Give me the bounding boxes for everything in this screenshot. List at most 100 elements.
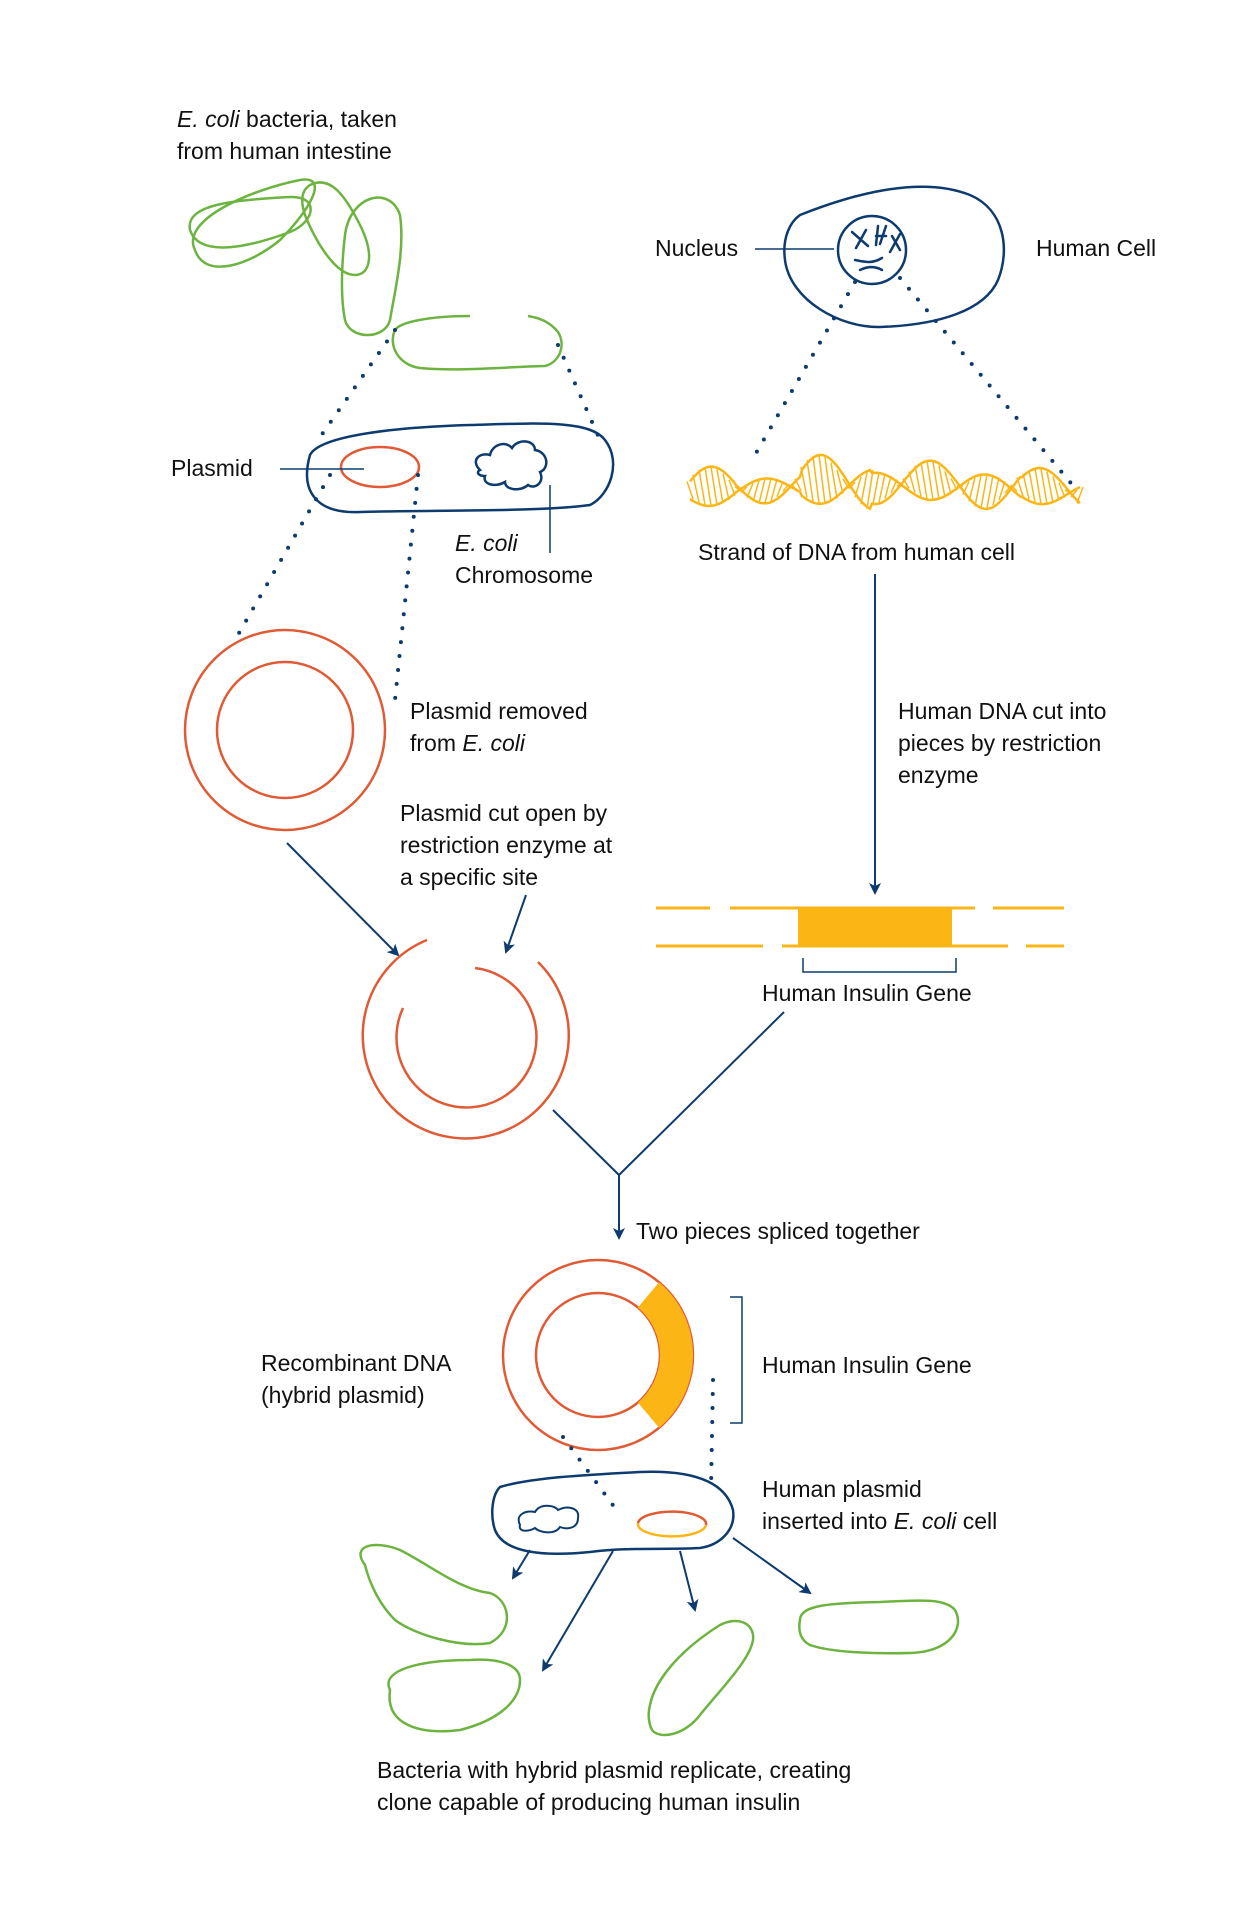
dna-rung [962,481,970,495]
dna-rung [758,478,766,504]
cut-dna-strands [656,906,1064,948]
dna-rung [716,469,724,504]
dna-rung [860,472,868,505]
dna-rung [1064,489,1072,495]
dna-rung [722,473,730,501]
dna-rung [866,469,874,509]
bacterium-cut-icon [391,314,563,371]
dna-rung [728,479,736,496]
dna-rung [776,481,784,498]
insulin-gene-bracket-bottom [730,1296,743,1424]
label-ecoli-italic: E. coli [177,106,240,132]
bacterium-icon [387,1658,522,1733]
dna-rung [842,478,850,489]
label-recombinant: Recombinant DNA (hybrid plasmid) [261,1347,451,1411]
label-human-dna-cut-line1: Human DNA cut into [898,698,1107,724]
insulin-gene-insert-icon [637,1282,693,1428]
dna-rung [1034,467,1042,504]
label-ecoli-rest: bacteria, taken [239,106,397,132]
bacterium-icon [340,196,403,337]
plasmid-cut-open [361,938,570,1140]
label-plasmid-removed: Plasmid removed from E. coli [410,695,588,759]
label-chromosome-italic: E. coli [455,530,518,556]
recombinant-inner-ring-icon [534,1291,662,1419]
hybrid-plasmid-small-red-icon [636,1510,708,1526]
chromosome-icon [474,440,548,491]
daughter-bacteria [359,1543,960,1737]
label-plasmid-cut-line3: a specific site [400,864,539,890]
label-replicate-line1: Bacteria with hybrid plasmid replicate, … [377,1757,852,1783]
label-plasmid-cut: Plasmid cut open by restriction enzyme a… [400,797,612,893]
dna-rung [926,460,934,500]
dna-rung [992,477,1000,506]
dna-rung [812,455,820,504]
plasmid-outer-ring-icon [183,628,387,832]
label-inserted-line1: Human plasmid [762,1476,922,1502]
hybrid-plasmid-small-gold-icon [636,1522,708,1538]
ecoli-with-hybrid [491,1470,735,1556]
cut-plasmid-inner-icon [395,966,538,1109]
bacterium-icon [191,178,317,268]
bacterium-icon [798,1599,960,1655]
dna-rung [746,483,754,498]
dna-rung [920,461,928,499]
label-recombinant-line1: Recombinant DNA [261,1350,452,1376]
dna-rung [890,479,898,494]
dna-rung [854,476,862,498]
label-recombinant-line2: (hybrid plasmid) [261,1382,425,1408]
label-plasmid-cut-line2: restriction enzyme at [400,832,613,858]
dna-helix-icon [686,453,1084,511]
label-nucleus: Nucleus [655,235,739,261]
label-insulin-gene-top: Human Insulin Gene [762,980,972,1006]
dna-rung [932,461,940,500]
plasmid-removed [183,628,387,832]
dna-rung [1010,484,1018,492]
ecoli-cell-outline-icon [305,422,615,514]
arrow-cut-site [503,894,527,954]
bacterium-icon [301,181,371,277]
label-replicate-line2: clone capable of producing human insulin [377,1789,801,1815]
ecoli-host-outline-icon [491,1470,735,1556]
dna-rung [788,484,796,489]
dna-rung [902,478,910,489]
ecoli-cluster [188,178,563,371]
label-plasmid-removed-line1: Plasmid removed [410,698,588,724]
dna-rung [1070,489,1078,498]
label-inserted-italic: E. coli [893,1508,957,1534]
replicate-arrows [511,1537,812,1672]
bacterium-icon [647,1619,755,1737]
label-human-dna-cut: Human DNA cut into pieces by restriction… [898,695,1106,791]
dna-rung [998,481,1006,501]
label-plasmid: Plasmid [171,455,253,481]
insulin-gene-segment-icon [798,908,952,946]
bacterium-icon [359,1543,509,1646]
plasmid-icon [339,445,421,489]
dna-rung [1016,477,1024,497]
human-cell [755,185,1006,329]
label-inserted-prefix: inserted into [762,1508,894,1534]
dna-rung [1040,468,1048,505]
dna-rung [698,469,706,506]
dna-rung [704,466,712,506]
label-inserted-suffix: cell [956,1508,998,1534]
dna-rung [896,483,904,487]
dna-rung [782,483,790,492]
human-cell-outline-icon [783,185,1006,329]
chromosomes-icon [850,224,902,272]
recombinant-outer-ring-icon [501,1258,695,1452]
dna-rung [830,462,838,499]
dna-rung [710,466,718,506]
label-dna-strand: Strand of DNA from human cell [698,539,1016,565]
dna-rung [818,454,826,504]
plasmid-inner-ring-icon [215,660,355,800]
dna-strand-a [689,453,1081,511]
insulin-gene-bracket [802,958,957,973]
dna-rung [686,481,694,500]
dna-rung [884,475,892,499]
label-inserted: Human plasmid inserted into E. coli cell [762,1473,997,1537]
dna-rung [692,474,700,503]
label-human-cell: Human Cell [1036,235,1157,261]
chromosome-small-icon [517,1504,580,1534]
label-plasmid-removed-prefix: from [410,730,463,756]
